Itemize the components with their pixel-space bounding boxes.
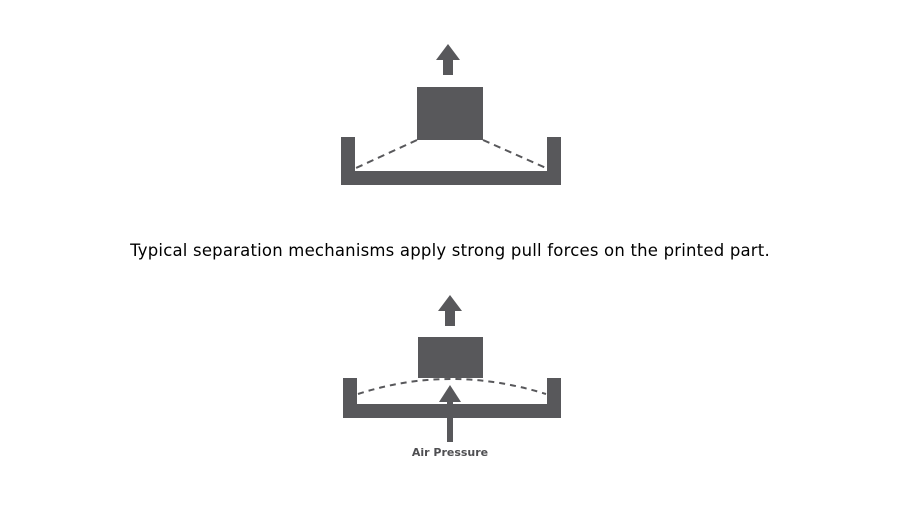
air-pressure-label: Air Pressure bbox=[411, 446, 489, 459]
bottom-diagram bbox=[343, 295, 561, 442]
pull-arrow-icon bbox=[438, 295, 462, 326]
printed-part-block bbox=[418, 337, 483, 378]
peel-force-lines bbox=[355, 139, 547, 169]
membrane-arc bbox=[357, 378, 547, 395]
resin-vat-tray bbox=[343, 378, 561, 418]
top-diagram bbox=[341, 44, 561, 185]
resin-vat-tray bbox=[341, 137, 561, 185]
pull-arrow-icon bbox=[436, 44, 460, 75]
printed-part-block bbox=[417, 87, 483, 140]
air-pressure-arrow-icon bbox=[439, 385, 461, 442]
caption-text: Typical separation mechanisms apply stro… bbox=[130, 241, 770, 260]
